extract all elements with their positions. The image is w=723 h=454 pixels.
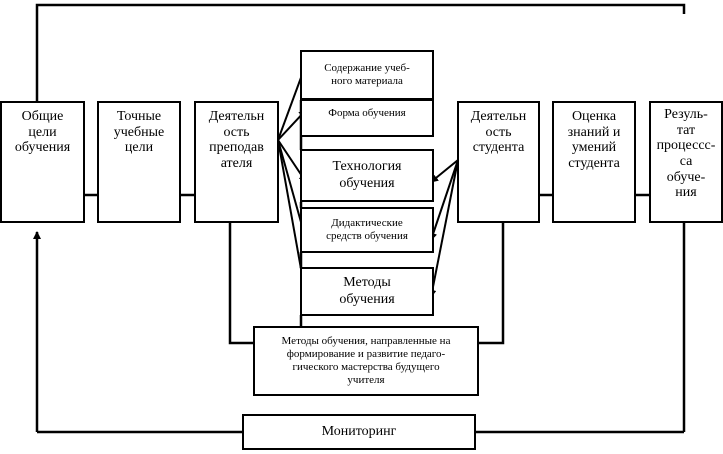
monitoring-box: Мониторинг	[242, 414, 476, 450]
result-box: Резуль- тат процессс- са обуче- ния	[649, 101, 723, 223]
methods-box: Методы обучения	[300, 267, 434, 316]
teacher-activity-box: Деятельн ость преподав ателя	[194, 101, 279, 223]
student-to-pedagogical-line	[478, 222, 505, 345]
pedagogical-methods-box: Методы обучения, направленные на формиро…	[253, 326, 479, 396]
arrow-student-technology	[430, 159, 459, 183]
student-activity-box: Деятельн ость студента	[457, 101, 540, 223]
top-feedback-line	[35, 3, 686, 102]
precise-goals-box: Точные учебные цели	[97, 101, 181, 223]
arrow-student-didactic	[429, 159, 459, 241]
didactic-box: Дидактические средств обучения	[300, 207, 434, 253]
content-box: Содержание учеб- ного материала	[300, 50, 434, 100]
general-goals-box: Общие цели обучения	[0, 101, 85, 223]
assessment-box: Оценка знаний и умений студента	[552, 101, 636, 223]
technology-box: Технология обучения	[300, 149, 434, 202]
arrow-student-methods	[428, 159, 459, 298]
form-box: Форма обучения	[300, 99, 434, 137]
teacher-to-pedagogical-line	[228, 222, 254, 345]
